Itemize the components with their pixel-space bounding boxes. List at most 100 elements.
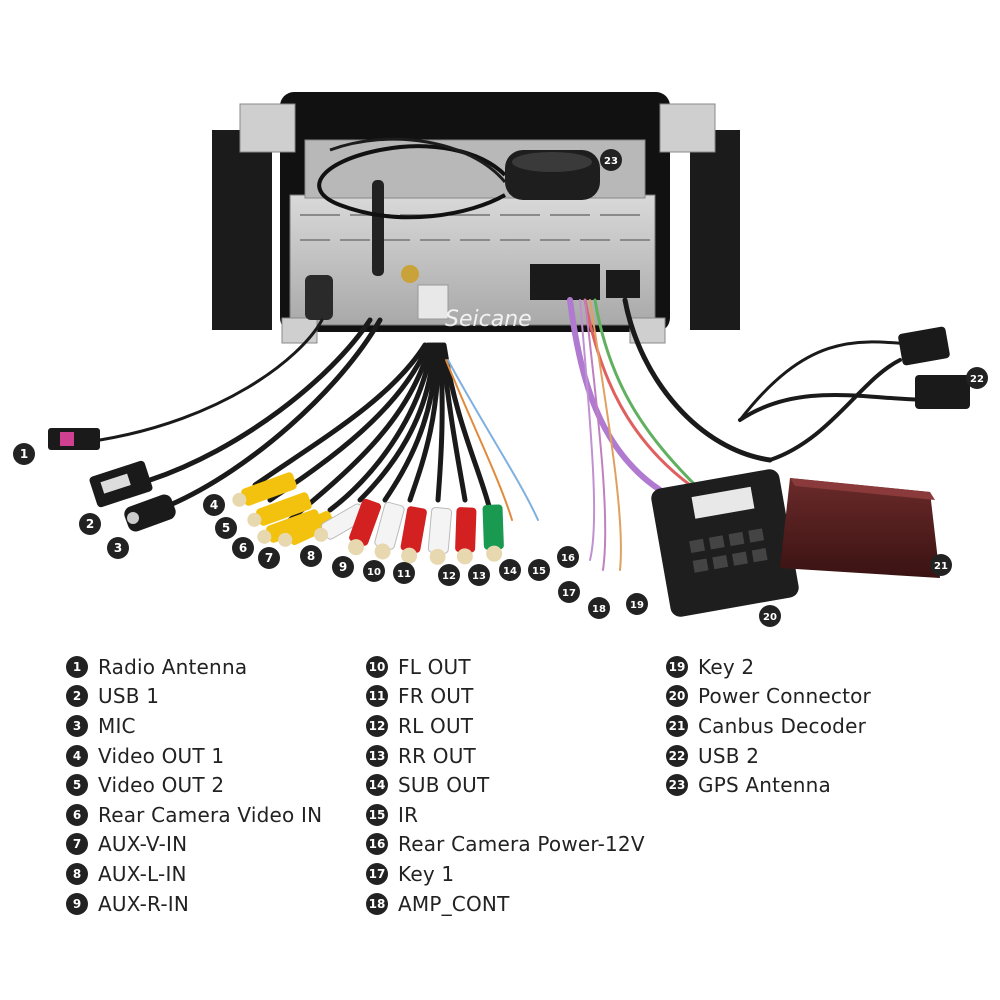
legend-label: GPS Antenna [698,773,831,798]
legend-item: 23 GPS Antenna [666,770,871,800]
svg-text:11: 11 [397,569,411,580]
callout-12: 12 [438,564,460,586]
callout-3: 3 [107,537,129,559]
callout-18: 18 [588,597,610,619]
callout-21: 21 [930,554,952,576]
legend-label: USB 1 [98,684,160,709]
number-badge: 7 [66,833,88,856]
number-badge: 17 [366,862,388,885]
number-badge: 14 [366,774,388,797]
legend-label: Canbus Decoder [698,713,867,738]
legend-item: 14 SUB OUT [366,770,645,800]
legend-label: FR OUT [398,684,474,709]
svg-text:17: 17 [562,588,576,599]
usb1-connector [89,460,153,508]
legend-item: 4 Video OUT 1 [66,741,322,771]
callout-13: 13 [468,564,490,586]
cables [98,297,932,571]
gps-antenna [317,137,600,220]
svg-text:2: 2 [86,517,94,531]
callout-10: 10 [363,560,385,582]
svg-text:21: 21 [934,561,948,572]
legend-label: Power Connector [698,684,871,709]
legend-label: RR OUT [398,743,476,768]
number-badge: 10 [366,655,388,678]
power-connector [651,469,799,617]
number-badge: 23 [666,774,688,797]
callout-5: 5 [215,517,237,539]
legend-item: 21 Canbus Decoder [666,711,871,741]
callout-7: 7 [258,547,280,569]
canbus-decoder-box [780,478,940,578]
number-badge: 22 [666,744,688,767]
callout-17: 17 [558,581,580,603]
legend-item: 11 FR OUT [366,682,645,712]
number-badge: 11 [366,685,388,708]
legend-label: Key 1 [398,861,455,886]
legend-label: Rear Camera Video IN [98,802,323,827]
callout-22: 22 [966,367,988,389]
callout-4: 4 [203,494,225,516]
callout-9: 9 [332,556,354,578]
svg-text:16: 16 [561,553,575,564]
svg-text:22: 22 [970,374,984,385]
callout-8: 8 [300,545,322,567]
svg-text:18: 18 [592,604,606,615]
callout-badges: 1 2 3 4 5 6 7 8 9 10 11 12 13 14 15 16 1… [13,149,988,627]
legend-label: AUX-V-IN [98,832,188,857]
svg-text:9: 9 [339,560,347,574]
legend-label: Radio Antenna [98,654,248,679]
svg-text:10: 10 [367,567,381,578]
head-unit: Seicane [212,92,740,344]
number-badge: 12 [366,714,388,737]
callout-11: 11 [393,562,415,584]
number-badge: 21 [666,714,688,737]
svg-text:7: 7 [265,551,273,565]
legend-item: 3 MIC [66,711,322,741]
svg-text:1: 1 [20,447,28,461]
number-badge: 1 [66,655,88,678]
number-badge: 8 [66,862,88,885]
svg-text:12: 12 [442,571,456,582]
legend-item: 8 AUX-L-IN [66,859,322,889]
number-badge: 3 [66,714,88,737]
watermark-text: Seicane [445,307,532,332]
callout-14: 14 [499,559,521,581]
legend-label: Video OUT 1 [98,743,225,768]
svg-text:15: 15 [532,566,546,577]
legend-label: Video OUT 2 [98,773,225,798]
legend-item: 1 Radio Antenna [66,652,322,682]
svg-text:14: 14 [503,566,517,577]
legend-label: SUB OUT [398,773,490,798]
svg-text:3: 3 [114,541,122,555]
legend-item: 17 Key 1 [366,859,645,889]
number-badge: 13 [366,744,388,767]
number-badge: 19 [666,655,688,678]
svg-text:13: 13 [472,571,486,582]
legend-label: AUX-L-IN [98,861,187,886]
rca-plugs [232,472,504,565]
svg-text:4: 4 [210,498,218,512]
legend-label: MIC [98,713,136,738]
number-badge: 16 [366,833,388,856]
svg-text:19: 19 [630,600,644,611]
legend-label: USB 2 [698,743,760,768]
number-badge: 4 [66,744,88,767]
callout-16: 16 [557,546,579,568]
legend-label: IR [398,802,419,827]
callout-1: 1 [13,443,35,465]
wiring-diagram: Seicane [13,92,988,627]
number-badge: 20 [666,685,688,708]
svg-text:23: 23 [604,156,618,167]
radio-antenna-connector [48,428,100,450]
